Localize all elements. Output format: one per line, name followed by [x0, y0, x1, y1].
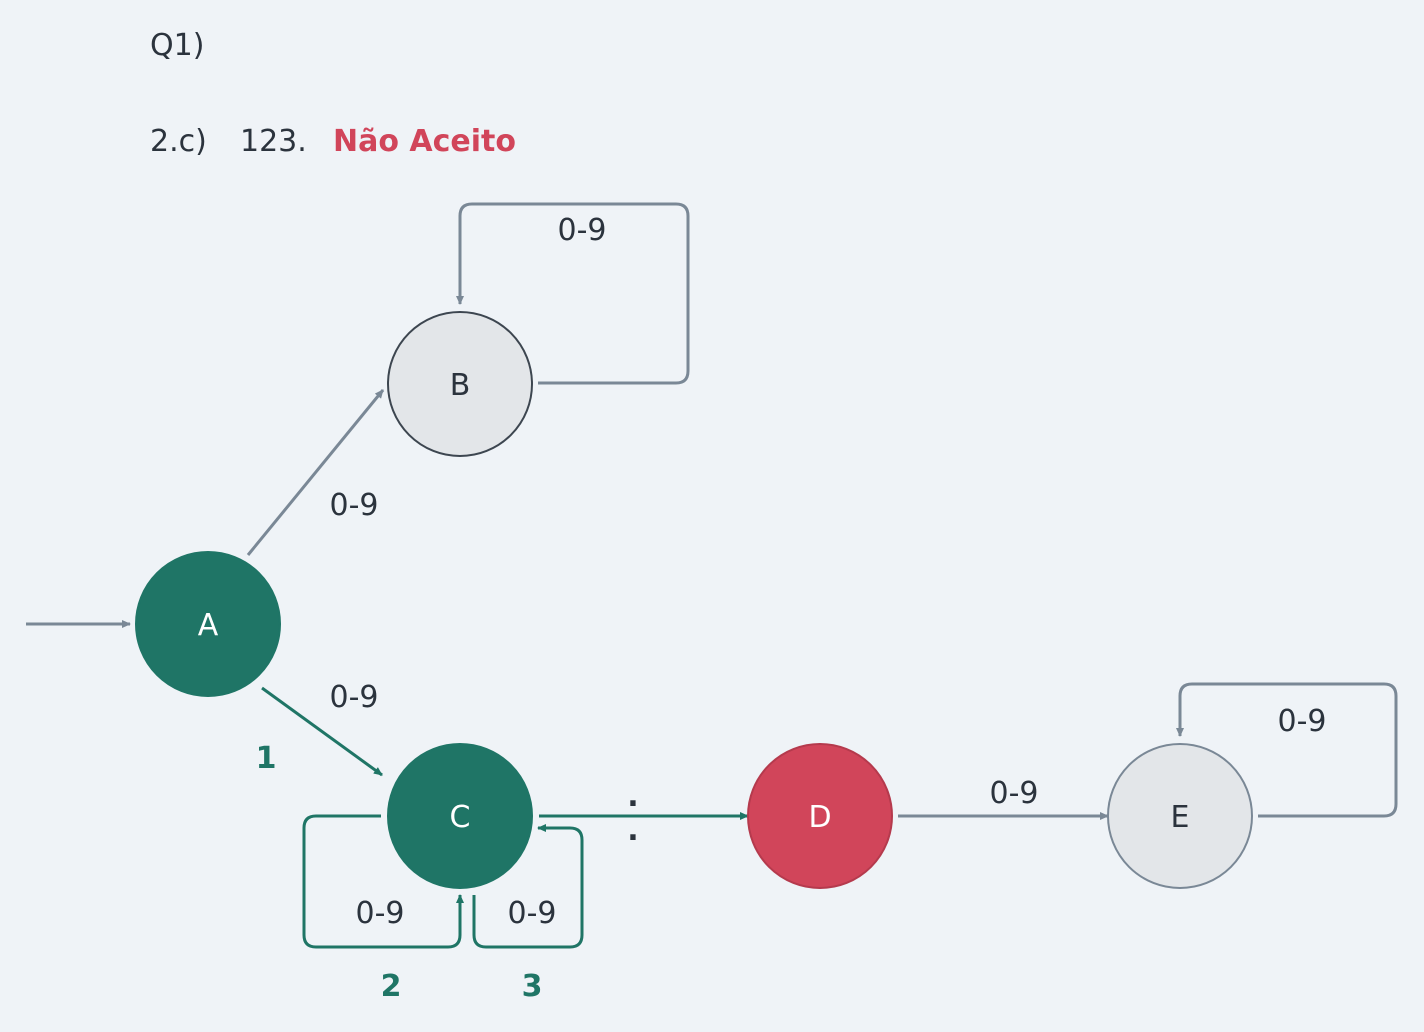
state-e-label: E [1171, 800, 1190, 835]
label-e-loop: 0-9 [1278, 704, 1327, 739]
label-c-loop-left: 0-9 [356, 896, 405, 931]
input-string: 123. [240, 124, 307, 159]
edge-c-loop-left [302, 814, 464, 949]
state-b-label: B [450, 368, 471, 403]
label-c-to-d-bottom: . [627, 813, 638, 848]
state-a: A [135, 551, 281, 697]
state-a-label: A [198, 608, 219, 643]
edge-b-loop [456, 202, 690, 385]
state-d: D [747, 743, 893, 889]
state-c-label: C [450, 800, 471, 835]
edge-e-loop [1176, 682, 1398, 818]
label-d-to-e: 0-9 [990, 776, 1039, 811]
label-b-loop: 0-9 [558, 213, 607, 248]
label-a-to-c: 0-9 [330, 680, 379, 715]
edge-c-loop-right [472, 824, 584, 949]
state-b: B [387, 311, 533, 457]
label-a-to-b: 0-9 [330, 488, 379, 523]
state-e: E [1107, 743, 1253, 889]
edge-a-to-c [261, 686, 383, 777]
state-c: C [387, 743, 533, 889]
step-1-label: 1 [256, 741, 277, 776]
step-3-label: 3 [522, 969, 543, 1004]
step-2-label: 2 [381, 969, 402, 1004]
subquestion-label: 2.c) [150, 124, 207, 159]
label-c-loop-right: 0-9 [508, 896, 557, 931]
edge-a-to-b [246, 389, 385, 556]
verdict-label: Não Aceito [333, 124, 516, 159]
question-label: Q1) [150, 28, 205, 63]
state-d-label: D [808, 800, 831, 835]
label-c-to-d-top: . [627, 779, 638, 814]
